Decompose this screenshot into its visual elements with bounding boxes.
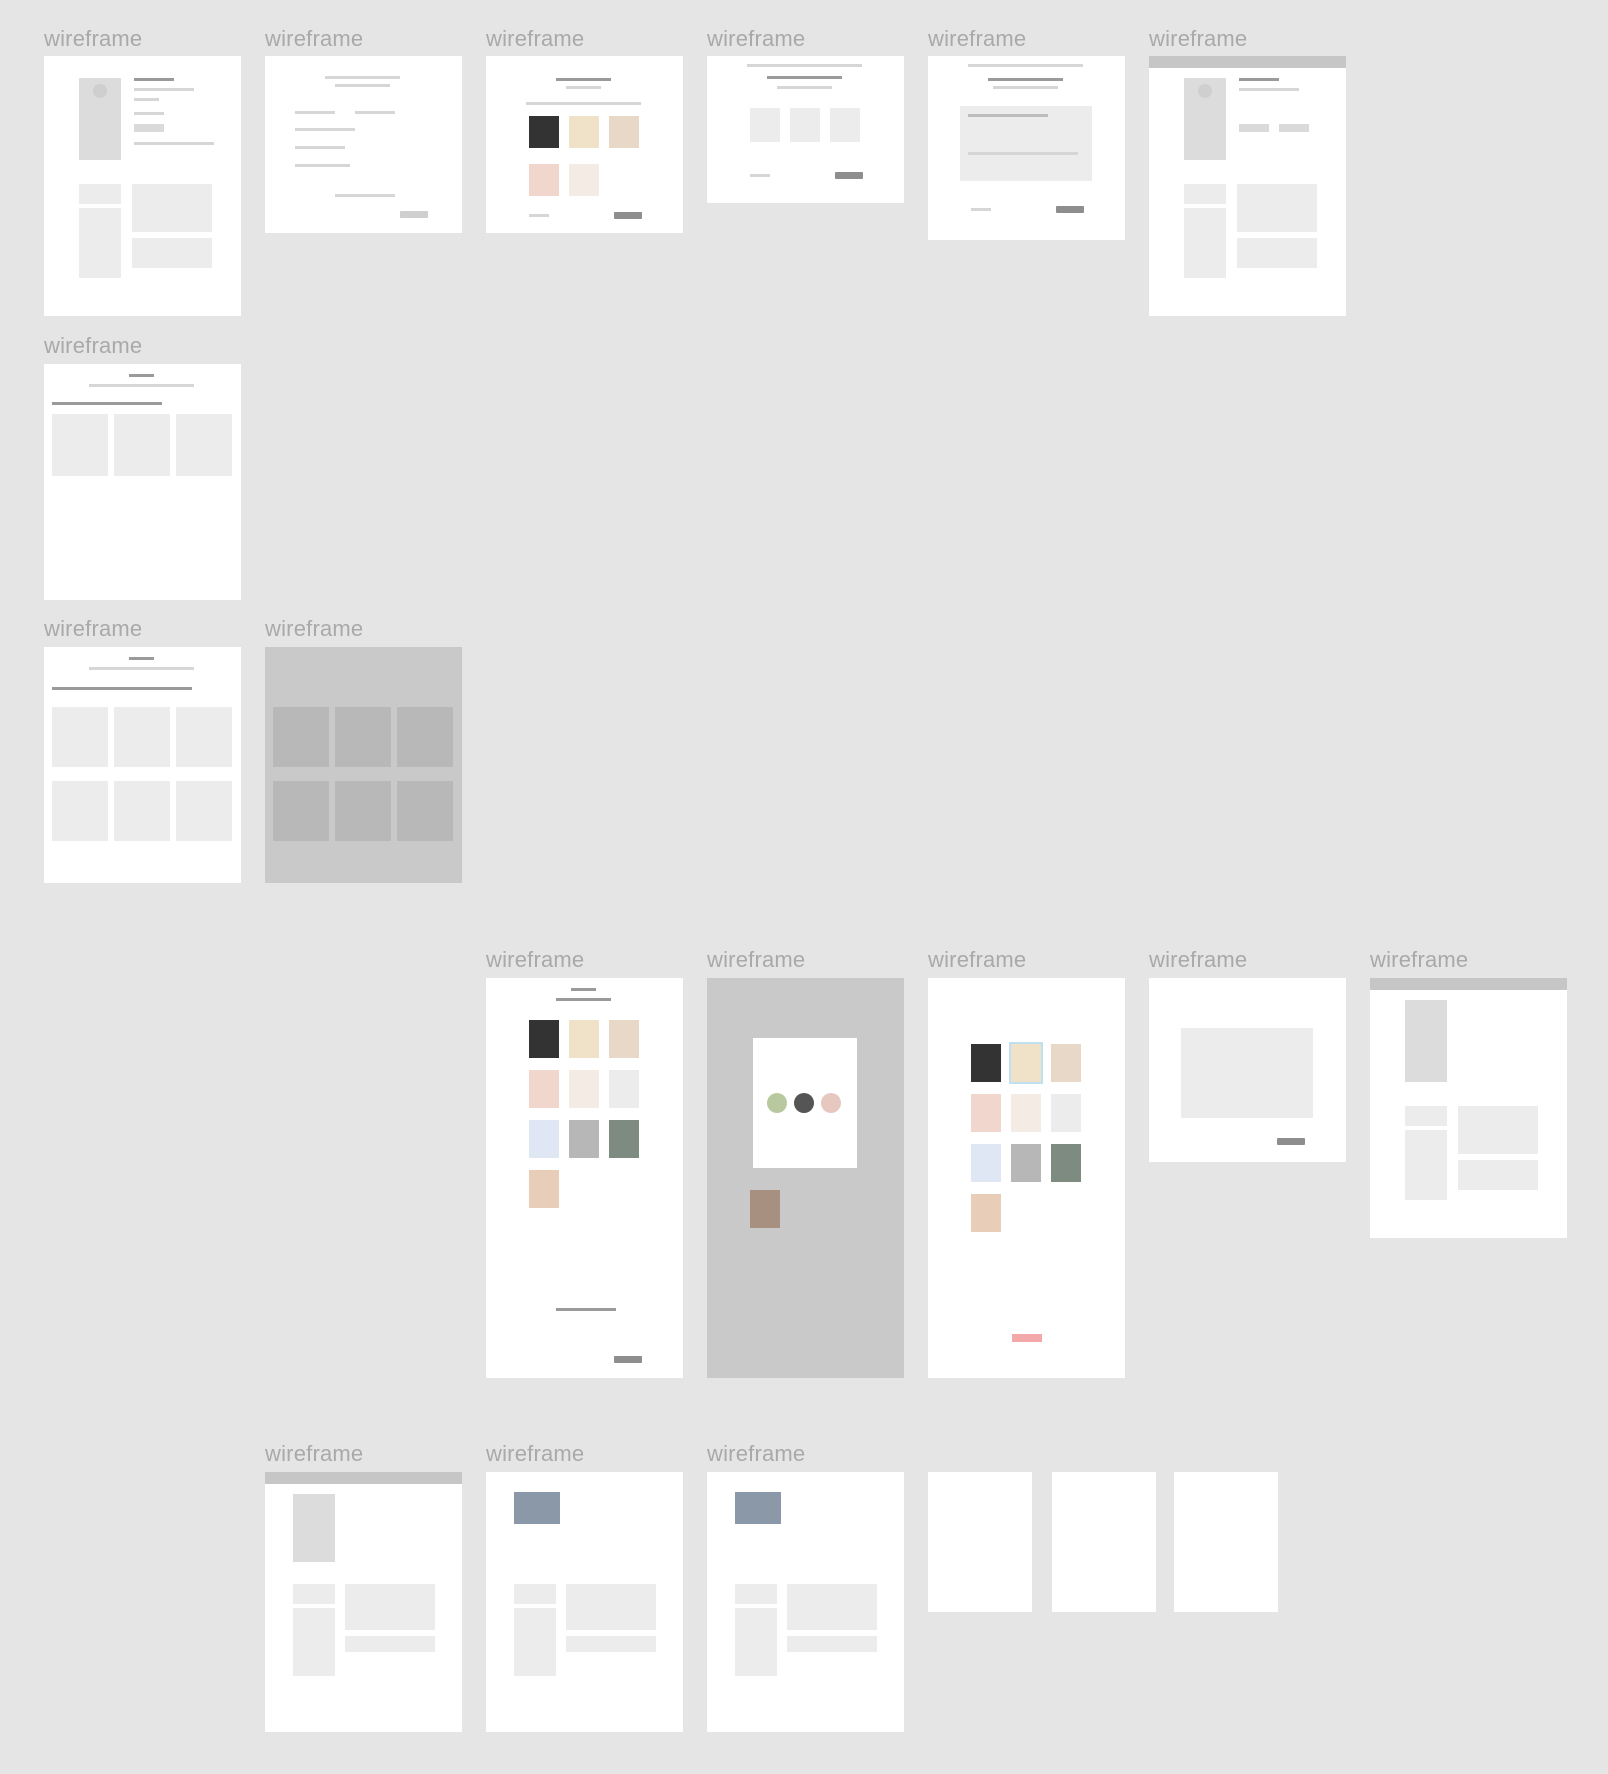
wireframe-modal-2[interactable] — [1052, 1472, 1156, 1612]
sidebar-box — [79, 208, 121, 278]
action-button[interactable] — [134, 124, 164, 132]
next-button[interactable] — [614, 1356, 642, 1363]
next-button[interactable] — [614, 212, 642, 219]
sidebar-box — [79, 184, 121, 204]
frame-label: wireframe — [1370, 947, 1469, 972]
next-button[interactable] — [835, 172, 863, 179]
wireframe-text-input[interactable] — [928, 56, 1125, 240]
frame-label: wireframe — [44, 333, 143, 358]
content-box — [132, 238, 212, 268]
frame-label: wireframe — [1149, 947, 1248, 972]
avatar-icon — [93, 84, 107, 98]
wireframe-image-grid-selected[interactable] — [928, 978, 1125, 1378]
frame-label: wireframe — [486, 1441, 585, 1466]
wireframe-image-select[interactable] — [486, 56, 683, 233]
frame-label: wireframe — [707, 26, 806, 51]
wireframe-profile-page[interactable] — [44, 56, 241, 316]
wireframe-profile-photo-2[interactable] — [707, 1472, 904, 1732]
error-badge — [1012, 1334, 1042, 1342]
wireframe-profile-banner-2[interactable] — [1370, 978, 1567, 1238]
wireframe-profile-photo[interactable] — [486, 1472, 683, 1732]
continue-button[interactable] — [400, 211, 428, 218]
frame-label: wireframe — [707, 947, 806, 972]
wireframe-profile-banner[interactable] — [1149, 56, 1346, 316]
wireframe-card-grid[interactable] — [44, 647, 241, 883]
frame-label: wireframe — [265, 616, 364, 641]
frame-label: wireframe — [265, 26, 364, 51]
wireframe-image-grid-long[interactable] — [486, 978, 683, 1378]
frame-label: wireframe — [265, 1441, 364, 1466]
frame-label: wireframe — [1149, 26, 1248, 51]
frame-label: wireframe — [44, 616, 143, 641]
frame-label: wireframe — [44, 26, 143, 51]
frame-label: wireframe — [486, 947, 585, 972]
frame-label: wireframe — [486, 26, 585, 51]
banner — [1149, 56, 1346, 68]
next-button[interactable] — [1056, 206, 1084, 213]
wireframe-text-input-2[interactable] — [1149, 978, 1346, 1162]
wireframe-profile-tabs[interactable] — [265, 1472, 462, 1732]
content-box — [132, 184, 212, 232]
frame-label: wireframe — [928, 947, 1027, 972]
wireframe-card-grid-dimmed[interactable] — [265, 647, 462, 883]
wireframe-form-page[interactable] — [265, 56, 462, 233]
wireframe-modal-1[interactable] — [928, 1472, 1032, 1612]
frame-label: wireframe — [707, 1441, 806, 1466]
wireframe-modal-overlay[interactable] — [707, 978, 904, 1378]
wireframe-modal-3[interactable] — [1174, 1472, 1278, 1612]
wireframe-plan-select[interactable] — [707, 56, 904, 203]
frame-label: wireframe — [928, 26, 1027, 51]
wireframe-card-list[interactable] — [44, 364, 241, 600]
